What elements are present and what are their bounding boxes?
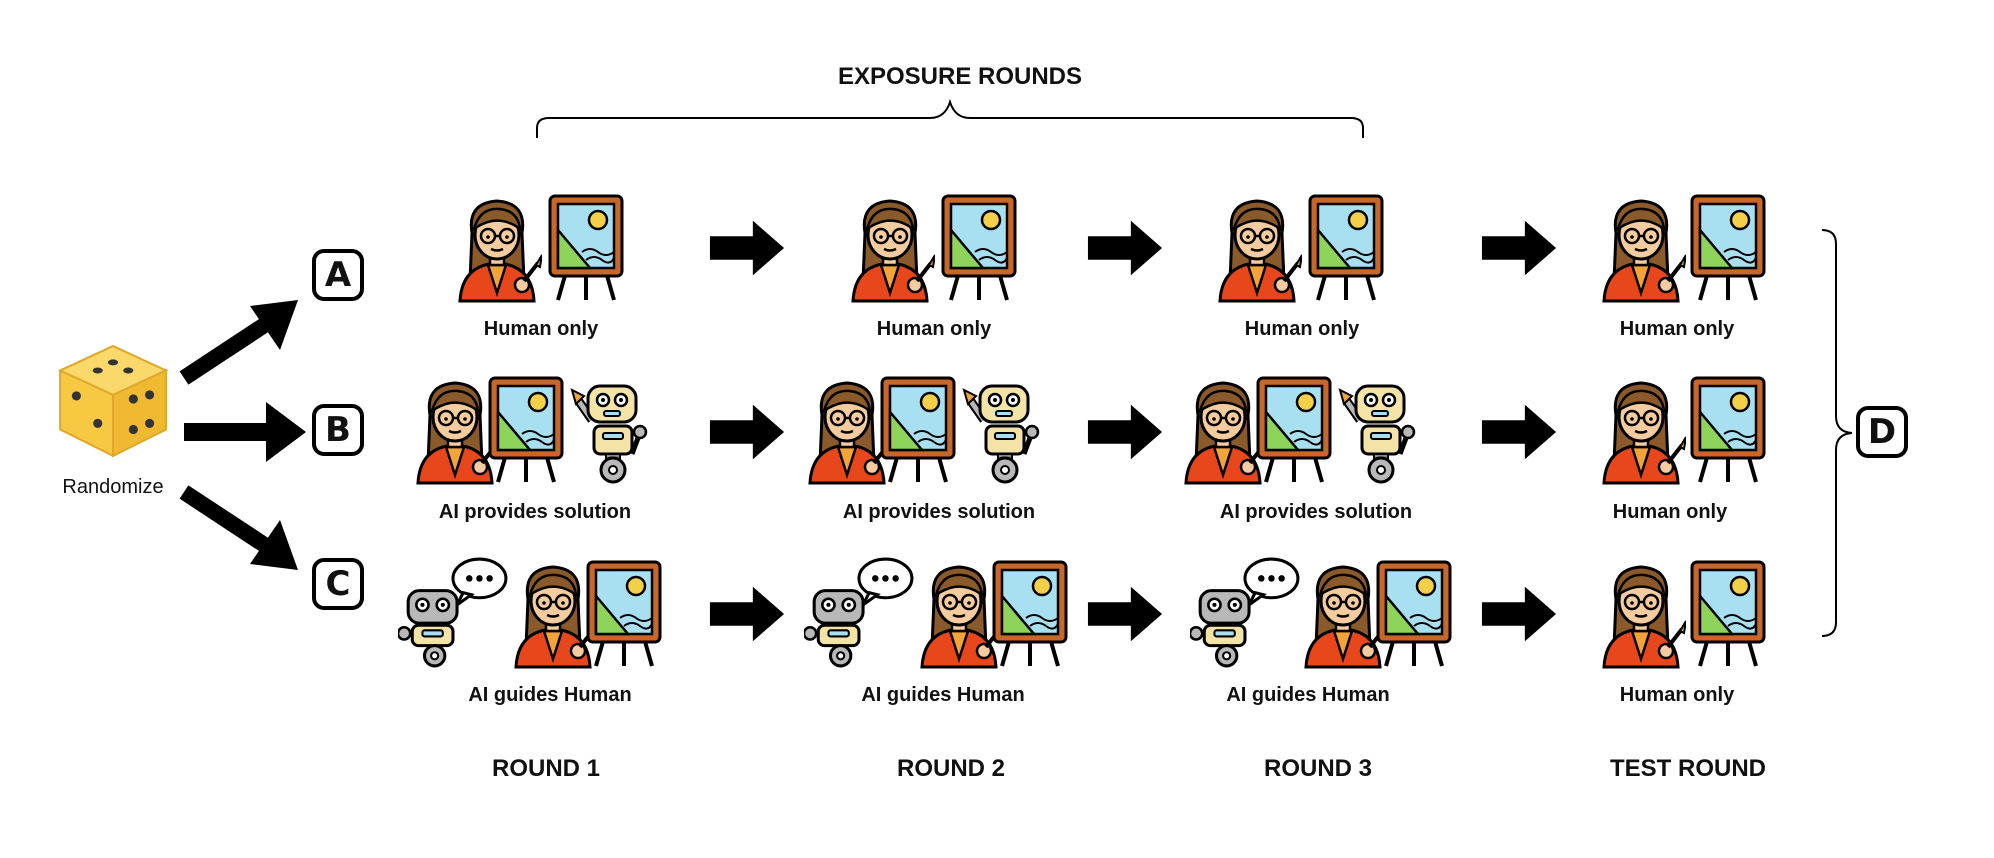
column-round-1: ROUND 1 [491, 755, 600, 782]
row-a-test-label: Human only [1619, 318, 1735, 340]
robot-speech-icon [804, 556, 916, 668]
woman-painter-icon [452, 192, 542, 304]
easel-icon [939, 192, 1019, 302]
exposure-rounds-brace [536, 98, 1364, 138]
arrow-right-icon [708, 584, 786, 644]
dice-icon [57, 344, 169, 458]
robot-icon [1338, 376, 1418, 486]
exposure-rounds-title: EXPOSURE ROUNDS [837, 63, 1083, 90]
woman-painter-icon [1212, 192, 1302, 304]
arrow-right-icon [1086, 218, 1164, 278]
easel-icon [878, 374, 958, 484]
row-b-round-2-label: AI provides solution [842, 501, 1036, 523]
arrow-to-c [179, 485, 298, 570]
column-round-3: ROUND 3 [1263, 755, 1372, 782]
easel-icon [1254, 374, 1334, 484]
arrow-right-icon [1086, 402, 1164, 462]
arrow-right-icon [1480, 584, 1558, 644]
condition-a-badge: A [312, 249, 364, 301]
column-round-2: ROUND 2 [896, 755, 1005, 782]
row-a-round-3-label: Human only [1244, 318, 1360, 340]
robot-icon [570, 376, 650, 486]
row-a-round-2-label: Human only [876, 318, 992, 340]
arrow-right-icon [708, 218, 786, 278]
arrow-right-icon [1480, 218, 1558, 278]
easel-icon [1688, 558, 1768, 668]
woman-painter-icon [845, 192, 935, 304]
woman-painter-icon [1596, 374, 1686, 486]
row-b-round-3-label: AI provides solution [1219, 501, 1413, 523]
woman-painter-icon [1596, 192, 1686, 304]
row-b-test-label: Human only [1612, 501, 1728, 523]
row-c-test-label: Human only [1619, 684, 1735, 706]
arrow-right-icon [1086, 584, 1164, 644]
easel-icon [1306, 192, 1386, 302]
robot-speech-icon [398, 556, 510, 668]
column-test-round: TEST ROUND [1610, 755, 1766, 782]
row-b-round-1-label: AI provides solution [438, 501, 632, 523]
easel-icon [1688, 192, 1768, 302]
row-c-round-1-label: AI guides Human [468, 684, 632, 706]
condition-b-badge: B [312, 404, 364, 456]
row-c-round-2-label: AI guides Human [861, 684, 1025, 706]
test-round-brace [1821, 229, 1853, 637]
robot-speech-icon [1190, 556, 1302, 668]
robot-icon [962, 376, 1042, 486]
easel-icon [546, 192, 626, 302]
easel-icon [584, 558, 664, 668]
easel-icon [990, 558, 1070, 668]
outcome-d-badge: D [1856, 406, 1908, 458]
arrow-to-b [184, 402, 306, 462]
row-c-round-3-label: AI guides Human [1226, 684, 1390, 706]
easel-icon [486, 374, 566, 484]
arrow-right-icon [1480, 402, 1558, 462]
woman-painter-icon [1596, 558, 1686, 670]
easel-icon [1374, 558, 1454, 668]
condition-c-badge: C [312, 558, 364, 610]
easel-icon [1688, 374, 1768, 484]
arrow-to-a [179, 300, 298, 385]
randomize-label: Randomize [62, 476, 164, 498]
arrow-right-icon [708, 402, 786, 462]
row-a-round-1-label: Human only [483, 318, 599, 340]
